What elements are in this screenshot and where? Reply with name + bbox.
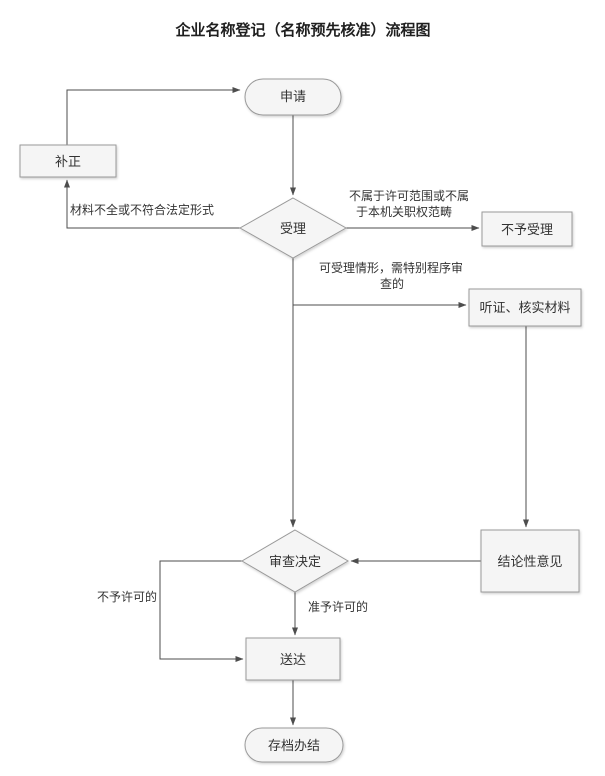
node-correction-label: 补正 bbox=[55, 154, 81, 169]
edge-label-materials-incomplete: 材料不全或不符合法定形式 bbox=[70, 202, 214, 217]
node-conclusion-shape bbox=[480, 529, 580, 593]
node-apply-shape bbox=[244, 78, 342, 116]
node-decision: 审查决定 bbox=[241, 529, 349, 593]
node-apply-label: 申请 bbox=[280, 89, 306, 104]
node-acceptance-shape bbox=[238, 197, 348, 259]
edge-label-out-of-scope-line1: 不属于许可范围或不属 bbox=[349, 189, 469, 203]
node-not-accepted-shape bbox=[481, 211, 573, 247]
node-archive: 存档办结 bbox=[244, 727, 344, 763]
node-conclusion: 结论性意见 bbox=[480, 529, 580, 593]
node-correction: 补正 bbox=[19, 144, 117, 178]
node-archive-label: 存档办结 bbox=[268, 738, 320, 753]
edge-acceptance-to-correction bbox=[64, 179, 240, 229]
edge-label-special-procedure-line1: 可受理情形，需特别程序审 bbox=[319, 260, 463, 275]
node-delivery: 送达 bbox=[245, 637, 341, 681]
node-apply: 申请 bbox=[244, 78, 342, 116]
node-conclusion-label: 结论性意见 bbox=[497, 554, 562, 569]
edge-decision-to-delivery-denied bbox=[159, 560, 244, 662]
edge-label-not-permitted: 不予许可的 bbox=[97, 589, 157, 604]
node-hearing-label: 听证、核实材料 bbox=[479, 300, 570, 315]
node-not-accepted-label: 不予受理 bbox=[501, 222, 553, 237]
node-acceptance-label: 受理 bbox=[280, 221, 306, 236]
node-decision-shape bbox=[241, 529, 349, 593]
node-delivery-label: 送达 bbox=[280, 652, 306, 667]
edge-label-permitted: 准予许可的 bbox=[308, 599, 368, 614]
node-not-accepted: 不予受理 bbox=[481, 211, 573, 247]
node-correction-shape bbox=[19, 144, 117, 178]
edge-label-special-procedure-line2: 查的 bbox=[380, 276, 404, 291]
page-title: 企业名称登记（名称预先核准）流程图 bbox=[174, 21, 430, 39]
node-hearing: 听证、核实材料 bbox=[468, 288, 582, 327]
node-decision-label: 审查决定 bbox=[269, 554, 321, 569]
edge-correction-to-apply bbox=[66, 87, 241, 145]
node-acceptance: 受理 bbox=[238, 197, 348, 259]
node-hearing-shape bbox=[468, 288, 582, 327]
edge-label-out-of-scope-line2: 于本机关职权范畴 bbox=[356, 205, 452, 219]
node-archive-shape bbox=[244, 727, 344, 763]
node-delivery-shape bbox=[245, 637, 341, 681]
